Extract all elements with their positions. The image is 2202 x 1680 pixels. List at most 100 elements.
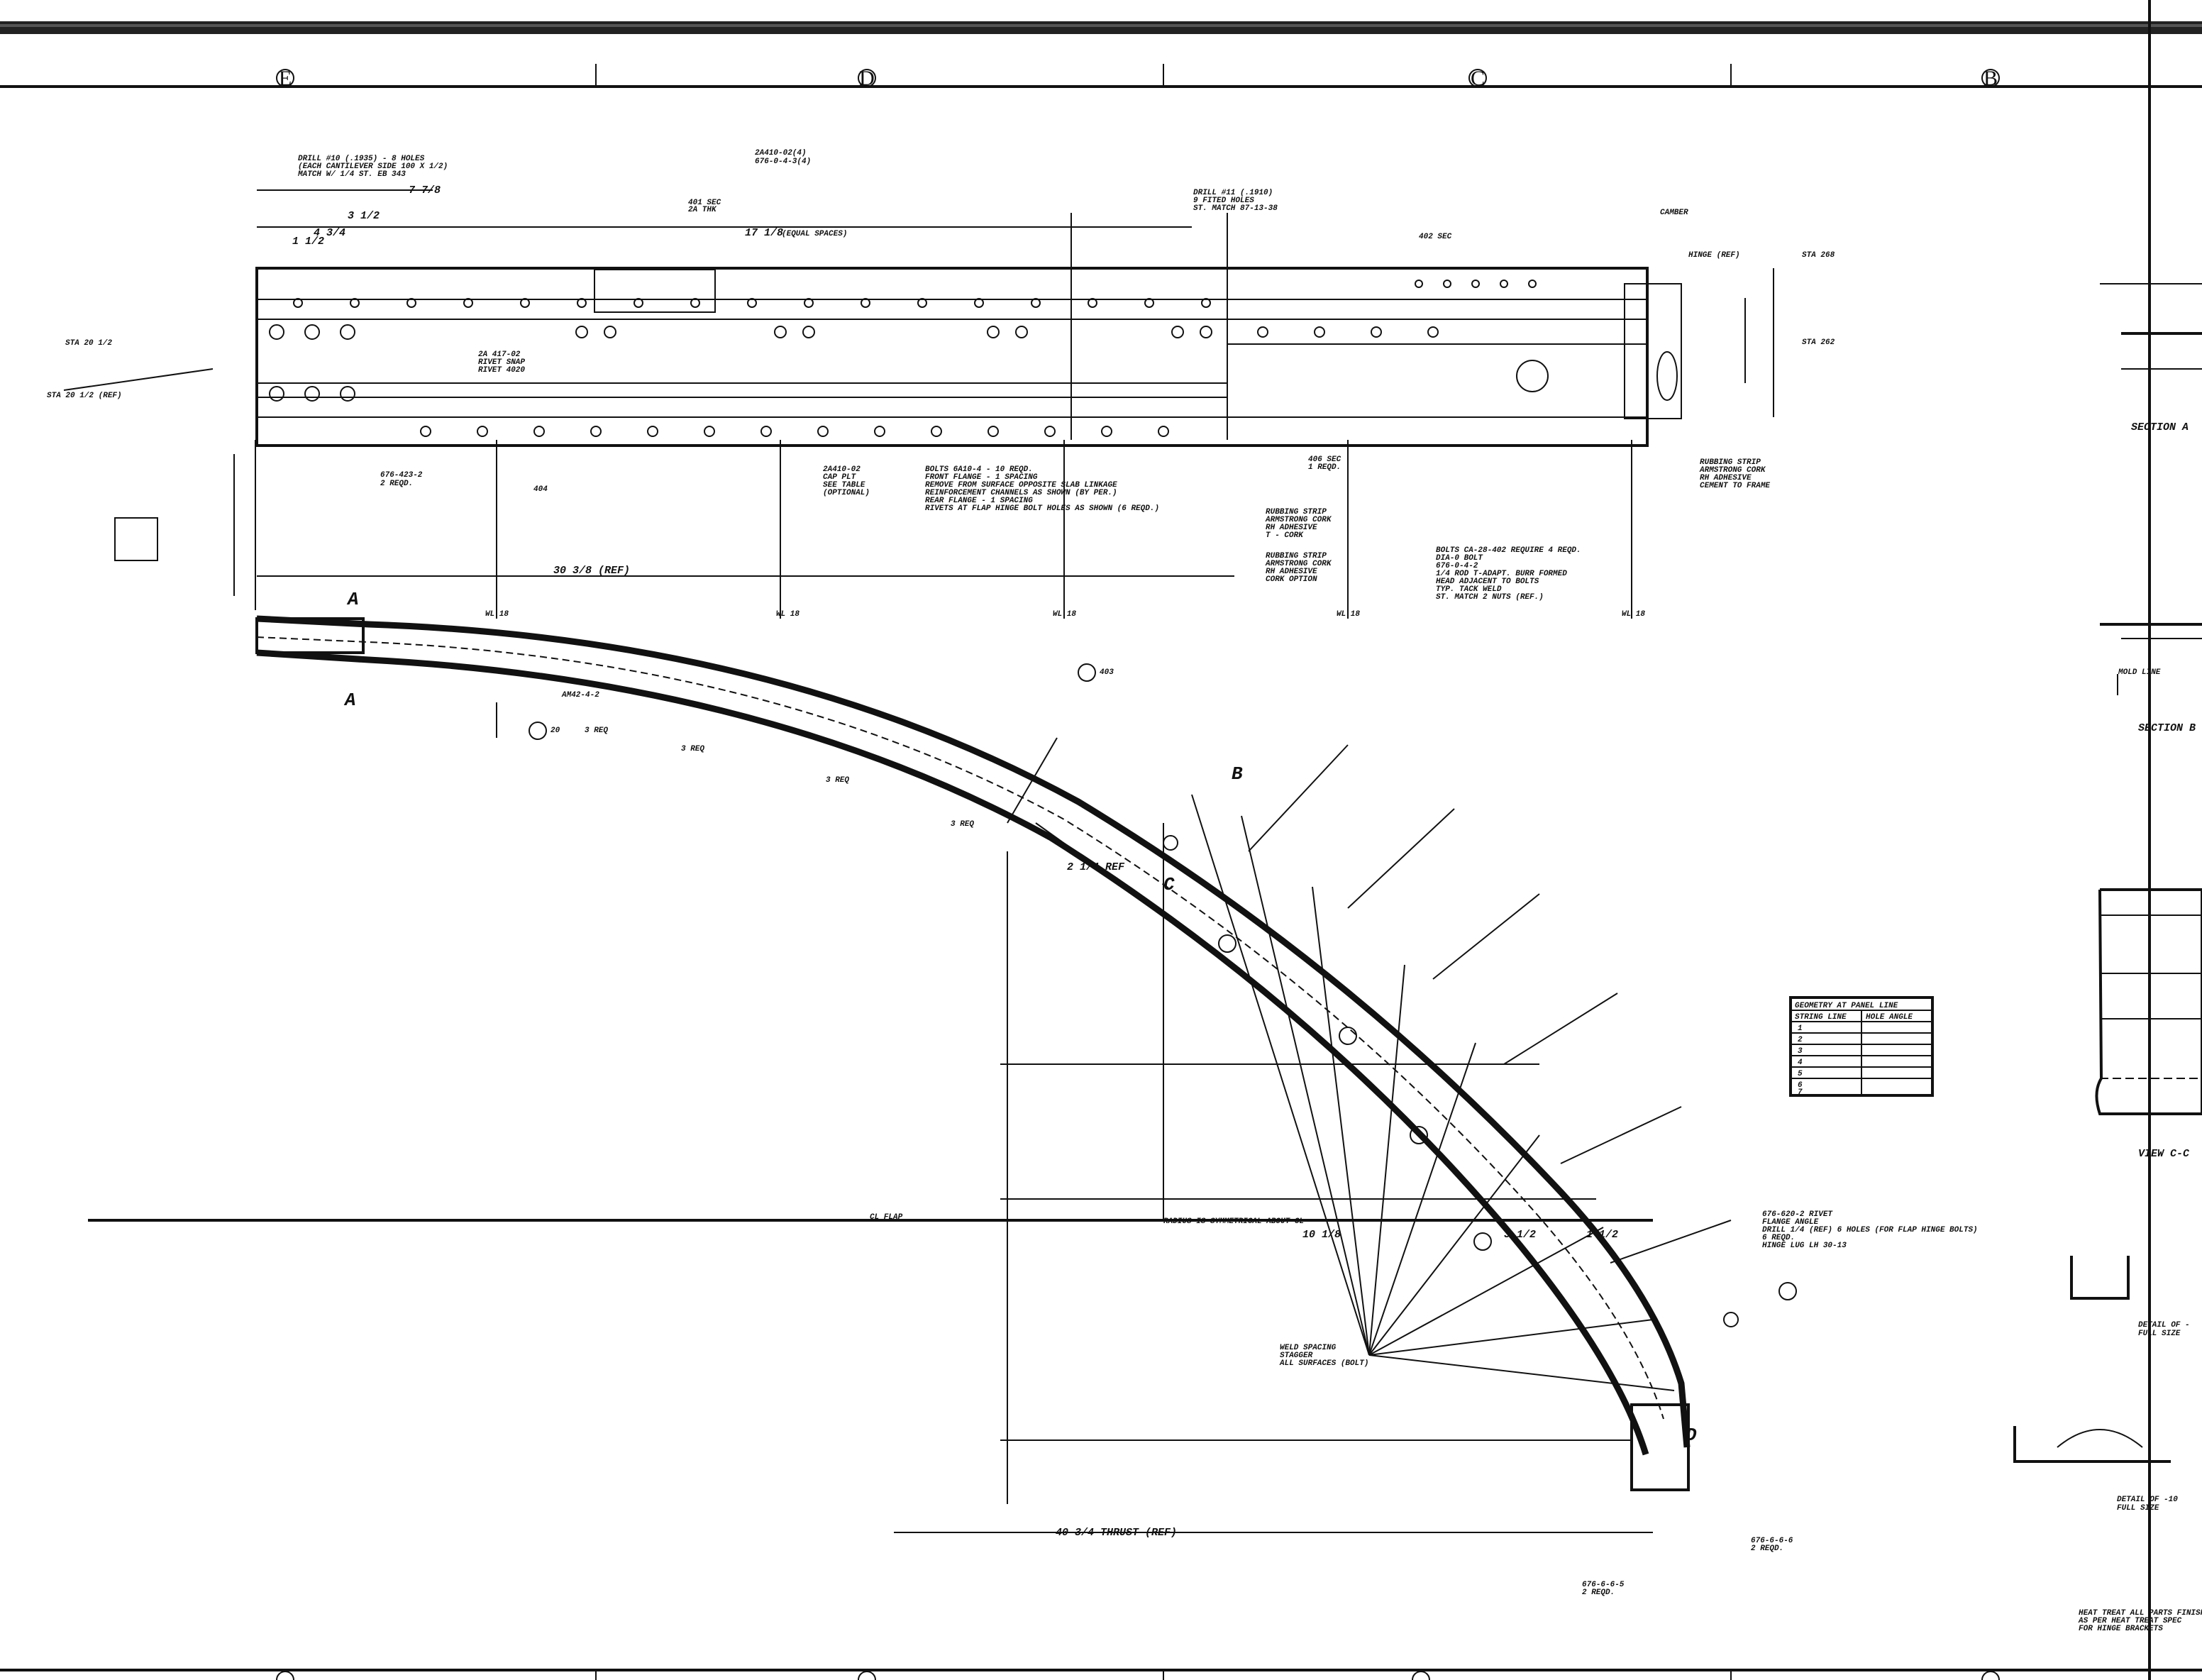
section-a-title: SECTION A [2131, 421, 2189, 433]
rubbing-b-line-2: ARMSTRONG CORK [1265, 560, 1332, 568]
part-30-label: 3 REQ [681, 745, 704, 753]
dimension-3: 3 1/2 [348, 210, 380, 222]
part-bottom-a-line-2: 2 REQD. [1751, 1544, 1783, 1553]
part-c-label: 402 SEC [1419, 233, 1452, 241]
svg-text:B: B [1984, 67, 1998, 90]
dimension-15: 1 1/2 [1586, 1229, 1618, 1241]
dimension-17: 17 1/8 [745, 227, 783, 239]
part-h-line-3: SEE TABLE [823, 481, 865, 490]
dimension-4: 4 3/4 [314, 227, 345, 239]
part-flap-line-5: HINGE LUG LH 30-13 [1762, 1242, 1847, 1250]
drill-note2-line-1: DRILL #11 (.1910) [1193, 189, 1273, 197]
arc-labels: AM42-4-2 20 3 REQ 3 REQ 3 REQ 3 REQ 2 1/… [550, 668, 1978, 1597]
symmetric-note: RADIUS IS SYMMETRICAL ABOUT CL [1163, 1217, 1304, 1226]
rubbing-c-line-1: RUBBING STRIP [1700, 458, 1761, 467]
bolt-note2-line-2: DIA-0 BOLT [1436, 554, 1483, 563]
rubbing-a-line-4: T - CORK [1266, 531, 1304, 540]
drill-note2-line-3: ST. MATCH 87-13-38 [1193, 204, 1278, 213]
dimension-25: 2 1/4 REF [1067, 861, 1125, 873]
right-column-sections [2013, 283, 2202, 1463]
zone-marker-d: D [858, 67, 876, 90]
waterline-ref-5: WL 18 [1622, 610, 1645, 619]
top-labels: DRILL #10 (.1935) - 8 HOLES (EACH CANTIL… [47, 149, 1835, 711]
part-h-line-4: (OPTIONAL) [823, 489, 870, 497]
zone-marker-b: B [1981, 67, 2000, 90]
part-b-line-2: 2A THK [688, 206, 717, 214]
rubbing-b-line-3: RH ADHESIVE [1266, 568, 1317, 576]
bolt-note2-line-4: 1/4 ROD T-ADAPT. BURR FORMED [1436, 570, 1567, 578]
part-20-line-1: 20 [550, 726, 560, 735]
heat-note-line-3: FOR HINGE BRACKETS [2079, 1625, 2163, 1633]
station-mid: STA 262 [1802, 338, 1835, 347]
svg-text:D: D [859, 67, 875, 90]
table-cell: 6 [1798, 1081, 1803, 1090]
rubbing-c-line-3: RH ADHESIVE [1700, 474, 1752, 482]
part-f-line-2: 2 REQD. [380, 480, 413, 488]
zone-marker-c: C [1468, 67, 1487, 90]
dimension-30: 30 3/8 (REF) [553, 565, 630, 577]
table-cell: 3 [1798, 1047, 1803, 1056]
bolt-note2-line-7: ST. MATCH 2 NUTS (REF.) [1436, 593, 1544, 602]
section-mark-b: B [1232, 763, 1243, 785]
part-a-line-2: 676-0-4-3(4) [755, 158, 811, 166]
rubbing-b-line-1: RUBBING STRIP [1266, 552, 1327, 560]
part-h-line-1: 2A410-02 [823, 465, 861, 474]
part-h-line-2: CAP PLT [823, 473, 857, 482]
weld-note-line-3: ALL SURFACES (BOLT) [1279, 1359, 1368, 1368]
geometry-table: GEOMETRY AT PANEL LINE STRING LINE HOLE … [1789, 996, 1934, 1097]
part-20-line-2: 3 REQ [585, 726, 608, 735]
part-flap-line-3: DRILL 1/4 (REF) 6 HOLES (FOR FLAP HINGE … [1762, 1226, 1978, 1234]
waterline-ref-4: WL 18 [1337, 610, 1360, 619]
centerline-label: CL FLAP [870, 1213, 903, 1222]
detail-a-line-1: DETAIL OF - [2138, 1321, 2190, 1330]
dimension-1: 1 1/2 [292, 236, 324, 248]
table-cell: 4 [1798, 1059, 1803, 1067]
section-mark-c: C [1163, 874, 1175, 895]
part-am-label: AM42-4-2 [561, 691, 599, 700]
weld-note-line-1: WELD SPACING [1280, 1344, 1337, 1352]
rubbing-c-line-4: CEMENT TO FRAME [1700, 482, 1770, 490]
part-e-line-3: RIVET 4020 [478, 366, 525, 375]
construction-lines [88, 702, 1653, 1533]
hinge-label: HINGE (REF) [1688, 251, 1740, 260]
table-cell: 5 [1798, 1070, 1803, 1078]
part-f-line-1: 676-423-2 [380, 471, 423, 480]
bolt-note2-line-5: HEAD ADJACENT TO BOLTS [1436, 578, 1539, 586]
weld-note-line-2: STAGGER [1280, 1352, 1313, 1360]
part-flap-line-1: 676-620-2 RIVET [1762, 1210, 1833, 1219]
section-b-title: SECTION B [2138, 722, 2196, 734]
detail-a-line-2: FULL SIZE [2138, 1330, 2181, 1338]
bolt-note2-line-3: 676-0-4-2 [1436, 562, 1478, 570]
dimension-7: 7 7/8 [409, 184, 441, 197]
section-mark-a-top: A [346, 589, 359, 610]
station-left-b: STA 20 1/2 (REF) [47, 392, 122, 400]
bolt-note-line-4: REINFORCEMENT CHANNELS AS SHOWN (BY PER.… [925, 489, 1117, 497]
section-mark-a-bottom: A [343, 690, 356, 711]
curved-spar-radial-lines [1191, 744, 1732, 1391]
rubbing-a-line-3: RH ADHESIVE [1266, 524, 1317, 532]
rubbing-b-line-4: CORK OPTION [1266, 575, 1317, 584]
part-flap-line-2: FLANGE ANGLE [1762, 1218, 1819, 1227]
drill-note2-line-2: 9 FITED HOLES [1193, 197, 1254, 205]
part-403-label: 403 [1100, 668, 1114, 677]
arc-callout-bubbles [529, 663, 1797, 1327]
part-a-line-1: 2A410-02(4) [755, 149, 807, 158]
bolt-note2-line-1: BOLTS CA-28-402 REQUIRE 4 REQD. [1436, 546, 1581, 555]
part-flap-line-4: 6 REQD. [1762, 1234, 1795, 1242]
part-b-line-1: 401 SEC [688, 199, 721, 207]
dimension-10: 10 1/8 [1302, 1229, 1341, 1241]
bolt-note-line-3: REMOVE FROM SURFACE OPPOSITE SLAB LINKAG… [925, 481, 1117, 490]
part-e-line-2: RIVET SNAP [478, 358, 525, 367]
right-column-labels: SECTION A SECTION B VIEW C-C DETAIL OF -… [2078, 421, 2202, 1633]
table-title: GEOMETRY AT PANEL LINE [1795, 1002, 1898, 1010]
detail-b-line-1: DETAIL OF -10 [2117, 1496, 2178, 1504]
part-e-line-1: 2A 417-02 [478, 350, 521, 359]
bolt-note2-line-6: TYP. TACK WELD [1436, 585, 1502, 594]
drill-note-line-3: MATCH W/ 1/4 ST. EB 343 [297, 170, 406, 179]
rivet-row-lower [269, 386, 1169, 437]
rivet-row-middle [269, 324, 1678, 401]
left-side-detail [63, 368, 256, 610]
dimension-40: 40 3/4 THRUST (REF) [1056, 1527, 1177, 1539]
